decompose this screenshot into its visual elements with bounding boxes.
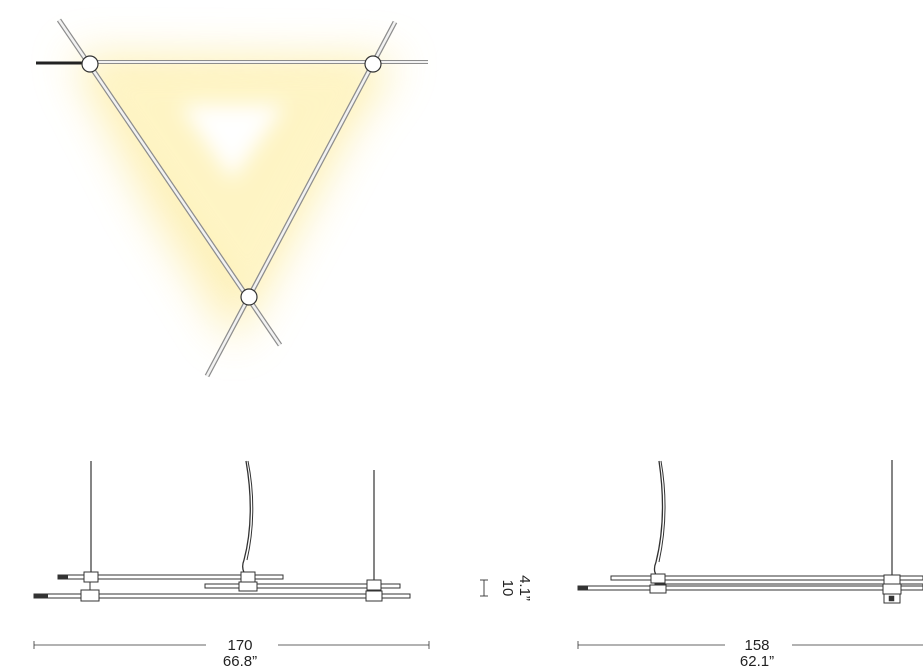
- side-width-imperial: 62.1”: [740, 653, 774, 670]
- side-width-dimension: [577, 641, 923, 649]
- front-rod-upper: [57, 574, 284, 580]
- front-connector-left: [80, 571, 100, 602]
- front-height-metric: 10: [499, 580, 516, 597]
- front-width-imperial: 66.8”: [223, 653, 257, 670]
- front-height-bracket: [480, 579, 488, 597]
- side-width-metric: 158: [744, 637, 769, 654]
- light-glow: [70, 55, 400, 345]
- side-rod-lower: [577, 585, 923, 591]
- joint-top-right: [364, 55, 382, 73]
- side-rod-upper: [610, 575, 923, 581]
- side-power-cable: [653, 460, 664, 579]
- front-connector-right: [365, 579, 383, 602]
- top-rod-right-diagonal: [204, 20, 398, 378]
- joint-top-left: [81, 55, 99, 73]
- front-width-dimension: [33, 641, 430, 649]
- power-cable-center: [242, 460, 251, 579]
- front-view: [33, 460, 488, 649]
- side-connector-right: [882, 574, 902, 604]
- joint-bottom: [240, 288, 258, 306]
- front-rod-lower: [33, 593, 411, 599]
- front-rod-middle: [204, 583, 401, 589]
- front-connector-center: [238, 571, 258, 592]
- front-width-metric: 170: [227, 637, 252, 654]
- side-view: [577, 460, 923, 649]
- front-height-imperial: 4.1”: [516, 575, 533, 601]
- side-connector-left: [649, 573, 667, 594]
- top-view: [36, 18, 428, 378]
